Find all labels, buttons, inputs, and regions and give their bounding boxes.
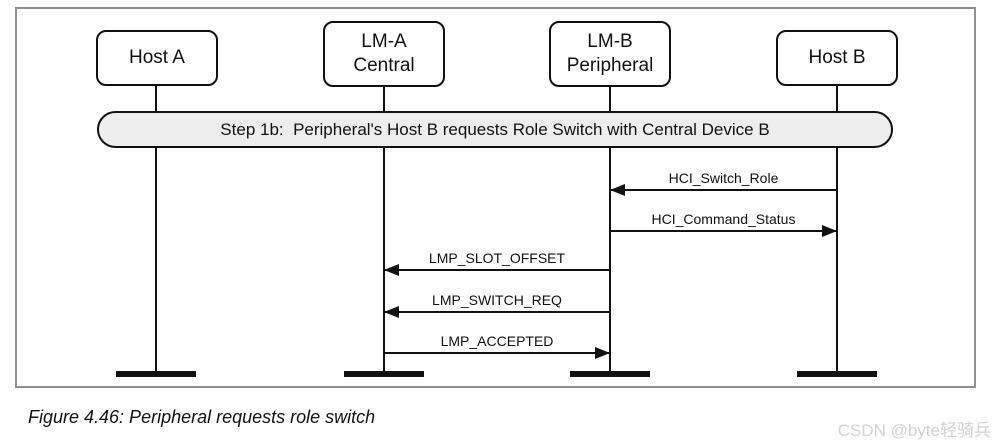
message-lmp-switch-req: LMP_SWITCH_REQ bbox=[384, 292, 610, 318]
step-banner: Step 1b: Peripheral's Host B requests Ro… bbox=[97, 111, 893, 148]
arrowhead-icon bbox=[384, 264, 399, 276]
message-label: LMP_ACCEPTED bbox=[440, 333, 554, 349]
lifeline-lm-a bbox=[383, 86, 385, 374]
watermark: CSDN @byte轻骑兵 bbox=[837, 421, 991, 440]
actor-label: Host A bbox=[129, 47, 185, 68]
message-label: LMP_SLOT_OFFSET bbox=[428, 250, 566, 266]
message-hci-switch-role: HCI_Switch_Role bbox=[610, 170, 837, 196]
actor-label: Host B bbox=[808, 47, 866, 68]
message-hci-command-status: HCI_Command_Status bbox=[610, 211, 837, 237]
arrow-left-icon bbox=[384, 306, 610, 318]
step-banner-label: Step 1b: Peripheral's Host B requests Ro… bbox=[220, 119, 770, 139]
arrowhead-icon bbox=[610, 184, 625, 196]
actor-label: LM-A bbox=[361, 31, 407, 52]
message-lmp-slot-offset: LMP_SLOT_OFFSET bbox=[384, 250, 610, 276]
lifeline-terminator-lm-b bbox=[570, 371, 650, 377]
figure-caption: Figure 4.46: Peripheral requests role sw… bbox=[28, 407, 376, 427]
arrow-left-icon bbox=[610, 184, 837, 196]
actor-box-lm-b-peripheral: LM-B Peripheral bbox=[549, 21, 671, 87]
lifeline-host-a bbox=[155, 86, 157, 374]
arrow-right-icon bbox=[610, 225, 837, 237]
message-label: HCI_Switch_Role bbox=[668, 170, 779, 186]
message-label: HCI_Command_Status bbox=[651, 211, 796, 227]
arrow-right-icon bbox=[384, 347, 610, 359]
actor-sublabel: Peripheral bbox=[566, 55, 654, 76]
actor-box-host-a: Host A bbox=[96, 30, 218, 86]
lifeline-host-b bbox=[836, 86, 838, 374]
actor-sublabel: Central bbox=[353, 55, 415, 76]
actor-label: LM-B bbox=[587, 31, 633, 52]
arrow-left-icon bbox=[384, 264, 610, 276]
actor-box-host-b: Host B bbox=[776, 30, 898, 86]
arrowhead-icon bbox=[384, 306, 399, 318]
message-lmp-accepted: LMP_ACCEPTED bbox=[384, 333, 610, 359]
arrowhead-icon bbox=[595, 347, 610, 359]
arrowhead-icon bbox=[822, 225, 837, 237]
actor-box-lm-a-central: LM-A Central bbox=[323, 21, 445, 87]
lifeline-terminator-host-a bbox=[116, 371, 196, 377]
message-label: LMP_SWITCH_REQ bbox=[432, 292, 562, 308]
lifeline-terminator-lm-a bbox=[344, 371, 424, 377]
lifeline-terminator-host-b bbox=[797, 371, 877, 377]
